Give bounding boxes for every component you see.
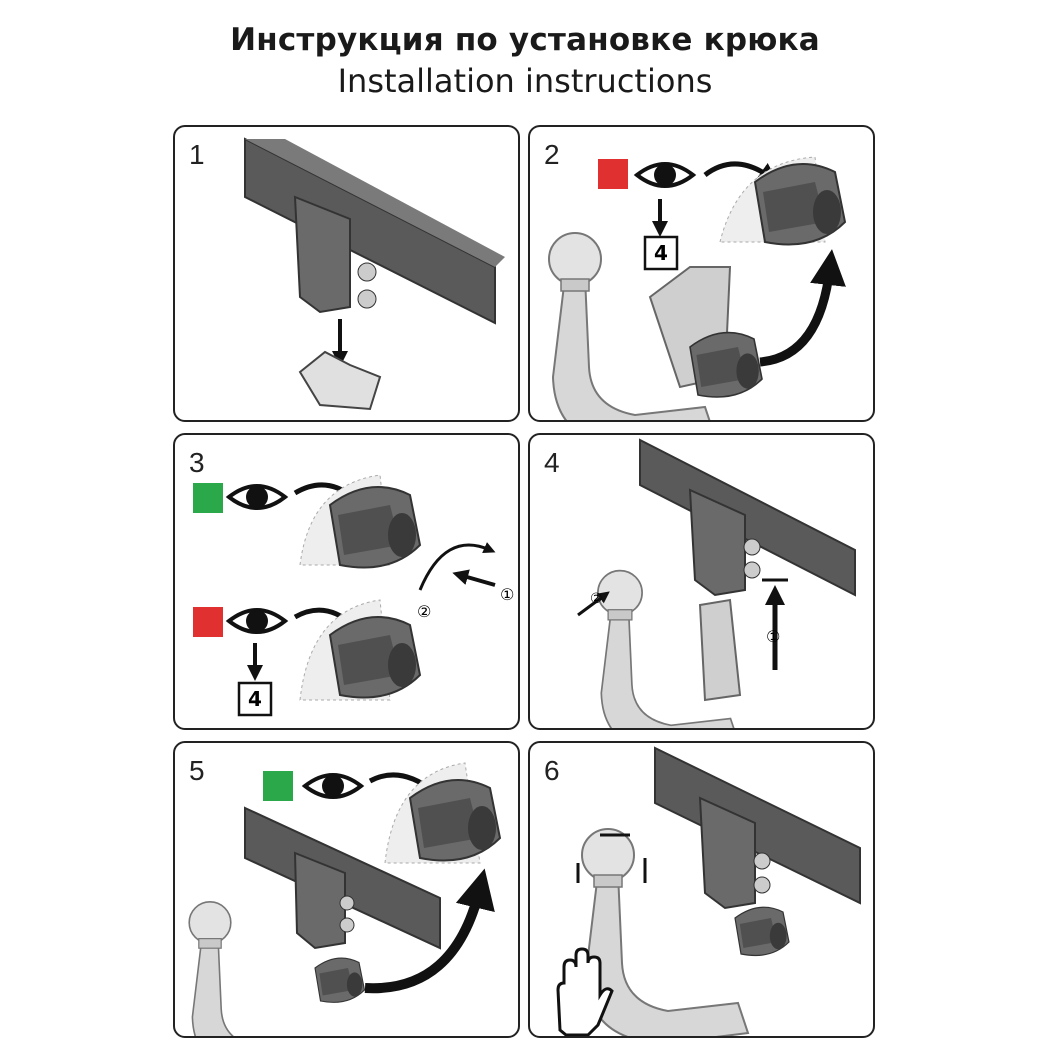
eye-icon [635, 162, 695, 188]
step-panel-6: 6 [528, 741, 875, 1038]
status-indicator-red [598, 159, 628, 189]
crossbar-icon [244, 137, 505, 411]
lock-mechanism-icon [384, 762, 501, 864]
lock-mechanism-icon [299, 474, 421, 569]
marker-2: ② [417, 602, 431, 621]
lock-mechanism-icon [719, 156, 846, 246]
goto-step: 4 [248, 687, 262, 711]
step-number: 3 [189, 447, 205, 478]
marker-1: ① [766, 627, 780, 646]
status-indicator-red [193, 607, 223, 637]
status-indicator-green [193, 483, 223, 513]
step-number: 4 [544, 447, 560, 478]
title-russian: Инструкция по установке крюка [230, 22, 820, 58]
title-english: Installation instructions [337, 62, 713, 100]
eye-icon [227, 484, 287, 510]
hand-icon [556, 947, 614, 1036]
step-number: 6 [544, 755, 560, 786]
step-panel-2: 2 4 [528, 125, 875, 422]
step-panel-1: 1 [173, 125, 520, 422]
step-panel-5: 5 [173, 741, 520, 1038]
lock-mechanism-icon [299, 599, 421, 701]
marker-1: ① [500, 585, 514, 604]
step-panel-3: 3 ① ② 4 [173, 433, 520, 730]
goto-step: 4 [654, 241, 668, 265]
eye-icon [227, 608, 287, 634]
step-number: 2 [544, 139, 560, 170]
step-panel-4: 4 ② ① [528, 433, 875, 730]
step-number: 5 [189, 755, 205, 786]
status-indicator-green [263, 771, 293, 801]
marker-2: ② [590, 591, 603, 607]
eye-icon [303, 773, 363, 799]
step-number: 1 [189, 139, 205, 170]
